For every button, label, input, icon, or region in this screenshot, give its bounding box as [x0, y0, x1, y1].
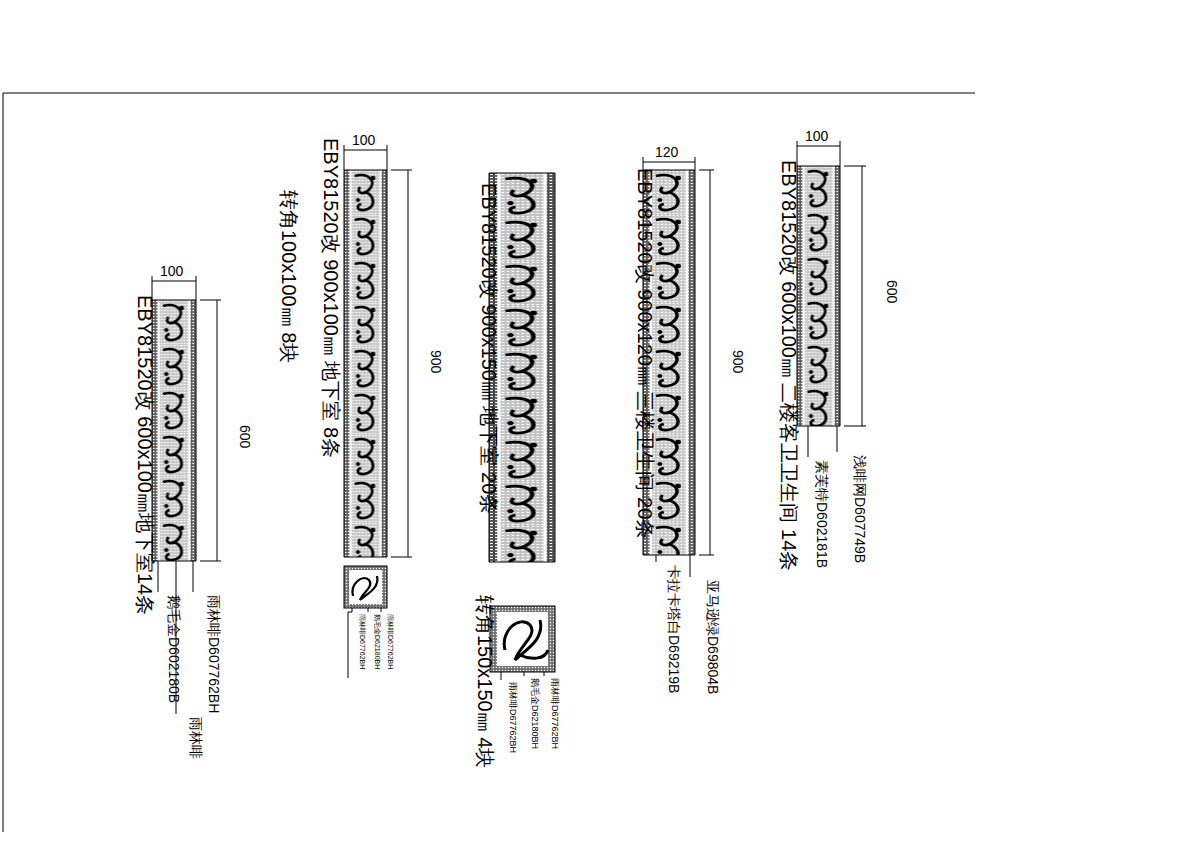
- part-label: EBY81520改 900x100㎜ 地下室 8条: [319, 138, 342, 458]
- material-label: 鹅毛金D62180BH: [373, 614, 381, 669]
- part-label: EBY81520改 600x100㎜ 二楼客卫卫生间 14条: [777, 160, 800, 571]
- material-label: 亚马逊绿D69804B: [705, 580, 721, 694]
- dimension: 120: [655, 144, 678, 160]
- material-label: 雨林啡D607762BH: [206, 595, 222, 713]
- part-label: EBY81520改 600x100㎜地下室14条: [133, 295, 156, 615]
- material-label: 素芙特D602181B: [814, 460, 830, 568]
- material-label: 浅啡网D607749B: [852, 455, 868, 563]
- corner-label: 转角150x150㎜ 4块: [473, 595, 496, 768]
- part-label: EBY81520改 900x120㎜ 三楼卫生间 20条: [633, 168, 656, 539]
- material-label: 雨林啡D67762BH: [550, 678, 560, 749]
- dimension: 600: [884, 280, 900, 303]
- material-label: 鹅毛金D62180BH: [530, 678, 540, 749]
- dimension: 600: [237, 425, 253, 448]
- dimension: 900: [730, 350, 746, 373]
- material-label: 雨林啡D67762BH: [386, 614, 394, 669]
- material-label: 雨林啡D67762BH: [358, 614, 366, 669]
- dimension: 100: [352, 132, 375, 148]
- dimension: 100: [160, 263, 183, 279]
- material-label: 雨林啡: [188, 717, 204, 759]
- dimension: 900: [428, 350, 444, 373]
- material-label: 卡拉卡塔白D69219B: [666, 565, 682, 693]
- material-label: 鹅毛金D602180B: [166, 595, 182, 703]
- dimension: 100: [805, 128, 828, 144]
- corner-label: 转角100x100㎜ 8块: [277, 190, 300, 363]
- part-label: EBY81520改 900x150㎜ 地下室 20条: [477, 183, 500, 514]
- material-label: 雨林啡D67762BH: [508, 682, 518, 753]
